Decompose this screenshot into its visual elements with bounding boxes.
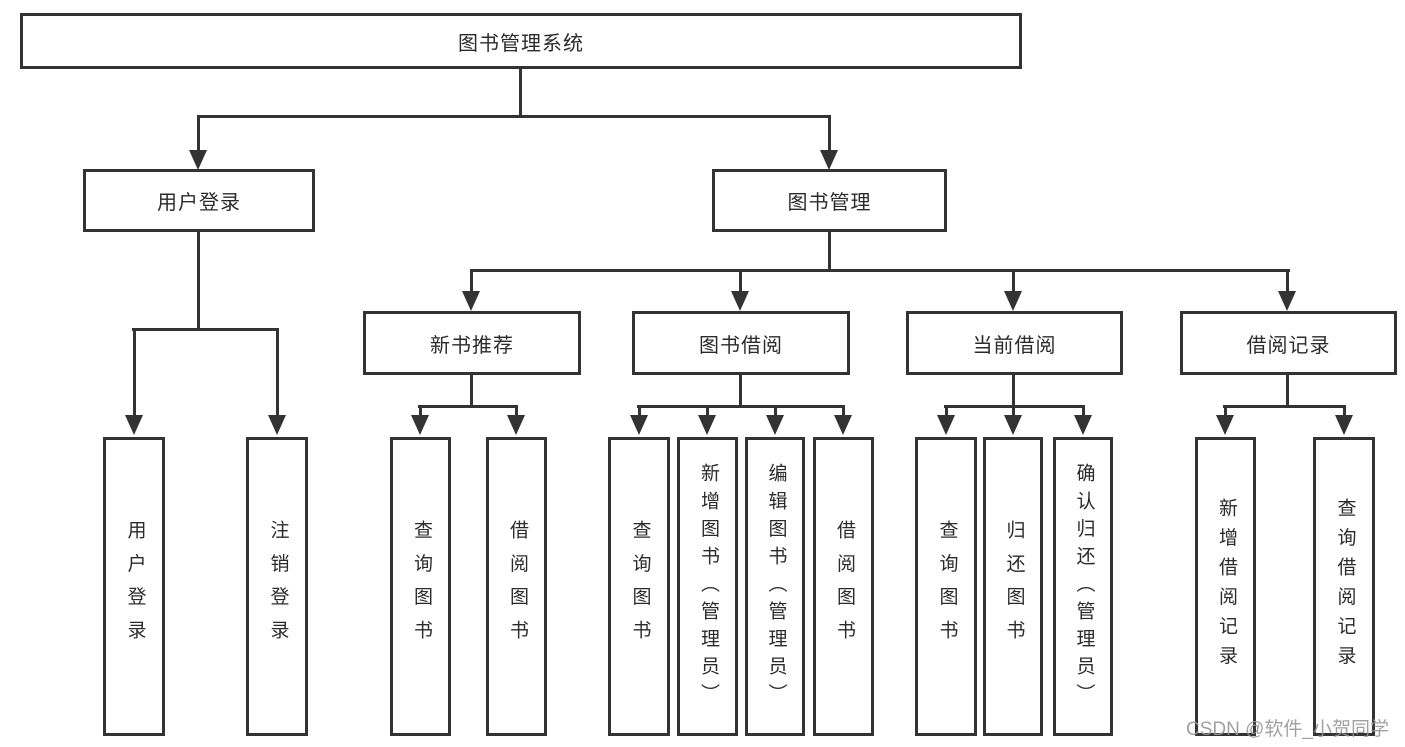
leaf-label: 查询图书 (629, 520, 651, 653)
arrow-down-icon (125, 415, 143, 435)
leaf-user-login: 用户登录 (103, 437, 165, 736)
connector-line (828, 117, 831, 150)
connector-line (774, 405, 777, 415)
connector-line (706, 405, 709, 415)
leaf-label: 注销登录 (267, 520, 289, 653)
leaf-add-borrow-record: 新增借阅记录 (1195, 437, 1256, 736)
leaf-label: 确认归还（管理员） (1073, 462, 1095, 711)
connector-line (1012, 375, 1015, 407)
connector-line (418, 405, 518, 408)
leaf-label: 用户登录 (124, 520, 146, 653)
leaf-add-book-admin: 新增图书（管理员） (677, 437, 738, 736)
connector-line (739, 271, 742, 291)
connector-line (1082, 405, 1085, 415)
connector-line (132, 328, 279, 331)
leaf-label: 归还图书 (1003, 520, 1025, 653)
connector-line (945, 405, 948, 415)
arrow-down-icon (189, 150, 207, 170)
leaf-return-book: 归还图书 (983, 437, 1043, 736)
arrow-down-icon (1004, 291, 1022, 311)
arrow-down-icon (731, 291, 749, 311)
leaf-query-books-recommend: 查询图书 (390, 437, 451, 736)
node-book-management: 图书管理 (712, 169, 947, 232)
node-label: 用户登录 (157, 192, 241, 214)
node-book-borrowing: 图书借阅 (632, 311, 850, 375)
arrow-down-icon (834, 415, 852, 435)
node-current-borrowing: 当前借阅 (906, 311, 1123, 375)
arrow-down-icon (1216, 415, 1234, 435)
leaf-label: 新增图书（管理员） (697, 462, 719, 711)
leaf-logout: 注销登录 (246, 437, 308, 736)
connector-line (739, 375, 742, 407)
connector-line (197, 232, 200, 330)
arrow-down-icon (766, 415, 784, 435)
arrow-down-icon (1335, 415, 1353, 435)
node-label: 当前借阅 (972, 334, 1057, 357)
leaf-query-books-borrowing: 查询图书 (608, 437, 670, 736)
connector-line (419, 405, 422, 415)
watermark: CSDN @软件_小贺同学 (1186, 719, 1389, 740)
leaf-label: 查询借阅记录 (1334, 498, 1356, 675)
connector-line (1343, 405, 1346, 415)
leaf-borrow-books-borrowing: 借阅图书 (813, 437, 874, 736)
connector-line (515, 405, 518, 415)
connector-line (828, 232, 831, 271)
arrow-down-icon (1278, 291, 1296, 311)
node-label: 借阅记录 (1246, 334, 1331, 357)
arrow-down-icon (937, 415, 955, 435)
leaf-borrow-books-recommend: 借阅图书 (486, 437, 547, 736)
leaf-label: 借阅图书 (506, 520, 528, 653)
arrow-down-icon (698, 415, 716, 435)
connector-line (470, 375, 473, 407)
arrow-down-icon (268, 415, 286, 435)
connector-line (470, 269, 1290, 272)
connector-line (842, 405, 845, 415)
node-label: 图书管理 (787, 192, 872, 214)
connector-line (1224, 405, 1227, 415)
leaf-confirm-return-admin: 确认归还（管理员） (1053, 437, 1113, 736)
node-user-login: 用户登录 (83, 169, 315, 232)
arrow-down-icon (820, 150, 838, 170)
connector-line (1286, 271, 1289, 291)
connector-line (470, 271, 473, 291)
arrow-down-icon (462, 291, 480, 311)
leaf-query-borrow-record: 查询借阅记录 (1313, 437, 1375, 736)
connector-line (637, 405, 845, 408)
node-library-management-system: 图书管理系统 (20, 13, 1022, 69)
node-borrowing-records: 借阅记录 (1180, 311, 1397, 375)
leaf-query-books-current: 查询图书 (915, 437, 977, 736)
connector-line (197, 117, 200, 150)
leaf-label: 查询图书 (936, 520, 958, 653)
arrow-down-icon (411, 415, 429, 435)
leaf-label: 查询图书 (410, 520, 432, 653)
connector-line (638, 405, 641, 415)
connector-line (1286, 375, 1289, 407)
node-label: 图书管理系统 (458, 32, 584, 55)
connector-line (197, 115, 831, 118)
connector-line (133, 330, 136, 415)
leaf-edit-book-admin: 编辑图书（管理员） (745, 437, 805, 736)
connector-line (519, 69, 522, 117)
leaf-label: 新增借阅记录 (1215, 498, 1237, 675)
node-label: 新书推荐 (430, 334, 514, 357)
connector-line (1012, 405, 1015, 415)
arrow-down-icon (630, 415, 648, 435)
leaf-label: 借阅图书 (833, 520, 855, 653)
connector-line (276, 330, 279, 415)
node-new-book-recommend: 新书推荐 (363, 311, 581, 375)
node-label: 图书借阅 (699, 334, 783, 357)
arrow-down-icon (1004, 415, 1022, 435)
connector-line (1012, 271, 1015, 291)
connector-line (1223, 405, 1346, 408)
arrow-down-icon (1074, 415, 1092, 435)
arrow-down-icon (507, 415, 525, 435)
leaf-label: 编辑图书（管理员） (765, 462, 787, 711)
